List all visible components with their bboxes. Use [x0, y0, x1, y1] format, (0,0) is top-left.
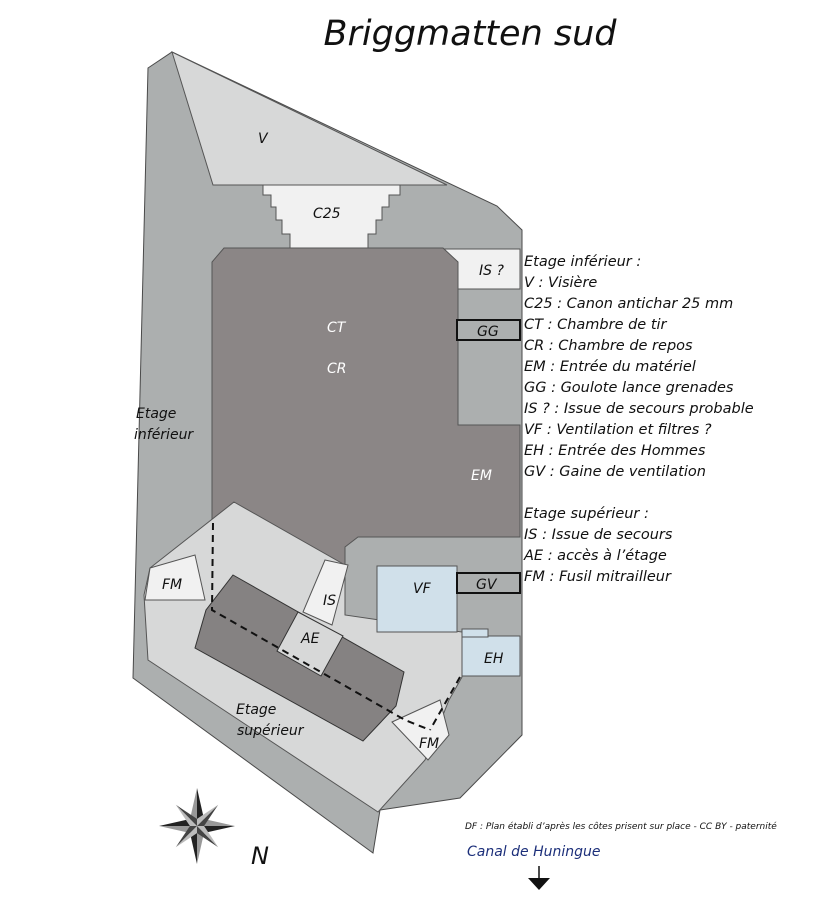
gg-slot: [456, 319, 521, 341]
label-c25: C25: [313, 206, 341, 222]
legend-item: CT : Chambre de tir: [524, 317, 667, 333]
fm-left-embrasure: [144, 554, 206, 601]
label-eh: EH: [484, 651, 504, 667]
label-em: EM: [471, 468, 492, 484]
legend: Etage inférieur : V : Visière C25 : Cano…: [524, 252, 754, 588]
label-etage-inferieur-line1: Etage: [136, 406, 176, 422]
legend-item: EM : Entrée du matériel: [524, 359, 696, 375]
legend-item: GG : Goulote lance grenades: [524, 380, 734, 396]
label-is: IS: [323, 593, 336, 609]
legend-upper-heading: Etage supérieur :: [524, 506, 649, 522]
label-etage-inferieur-line2: inférieur: [134, 427, 194, 443]
label-vf: VF: [413, 581, 432, 597]
page-title: Briggmatten sud: [323, 14, 617, 54]
legend-lower-heading: Etage inférieur :: [524, 254, 642, 270]
legend-item: C25 : Canon antichar 25 mm: [524, 296, 734, 312]
dashed-line-left: [210, 522, 431, 731]
fm-right-embrasure: [391, 699, 450, 761]
legend-item: V : Visière: [524, 275, 598, 291]
legend-item: AE : accès à l’étage: [524, 548, 667, 564]
label-ae: AE: [300, 631, 320, 647]
label-gv: GV: [476, 577, 498, 593]
legend-item: FM : Fusil mitrailleur: [524, 569, 671, 585]
label-etage-superieur-line1: Etage: [236, 702, 276, 718]
legend-item: CR : Chambre de repos: [524, 338, 693, 354]
canal-label: Canal de Huningue: [467, 844, 601, 860]
label-gg: GG: [477, 324, 499, 340]
ae-area: [276, 611, 344, 677]
dashed-line-right: [429, 676, 461, 731]
legend-spacer: [524, 483, 754, 504]
label-ct: CT: [327, 320, 347, 336]
compass-rose-icon: [159, 788, 235, 864]
visor-area: [171, 51, 448, 186]
arrow-down-icon: [528, 866, 550, 890]
eh-step: [461, 628, 489, 638]
gv-slot: [456, 572, 521, 594]
legend-item: IS : Issue de secours: [524, 527, 673, 543]
label-fm-right: FM: [419, 736, 439, 752]
legend-item: EH : Entrée des Hommes: [524, 443, 706, 459]
eh-room: [461, 635, 521, 677]
label-v: V: [258, 131, 269, 147]
is-corridor: [302, 559, 349, 626]
credit-text: DF : Plan établi d’après les côtes prise…: [465, 822, 777, 832]
label-fm-left: FM: [162, 577, 182, 593]
legend-item: GV : Gaine de ventilation: [524, 464, 706, 480]
label-cr: CR: [327, 361, 347, 377]
north-label: N: [251, 842, 269, 870]
vf-room: [376, 565, 458, 633]
legend-item: IS ? : Issue de secours probable: [524, 401, 754, 417]
legend-item: VF : Ventilation et filtres ?: [524, 422, 712, 438]
label-is-probable: IS ?: [479, 263, 504, 279]
label-etage-superieur-line2: supérieur: [237, 723, 305, 739]
